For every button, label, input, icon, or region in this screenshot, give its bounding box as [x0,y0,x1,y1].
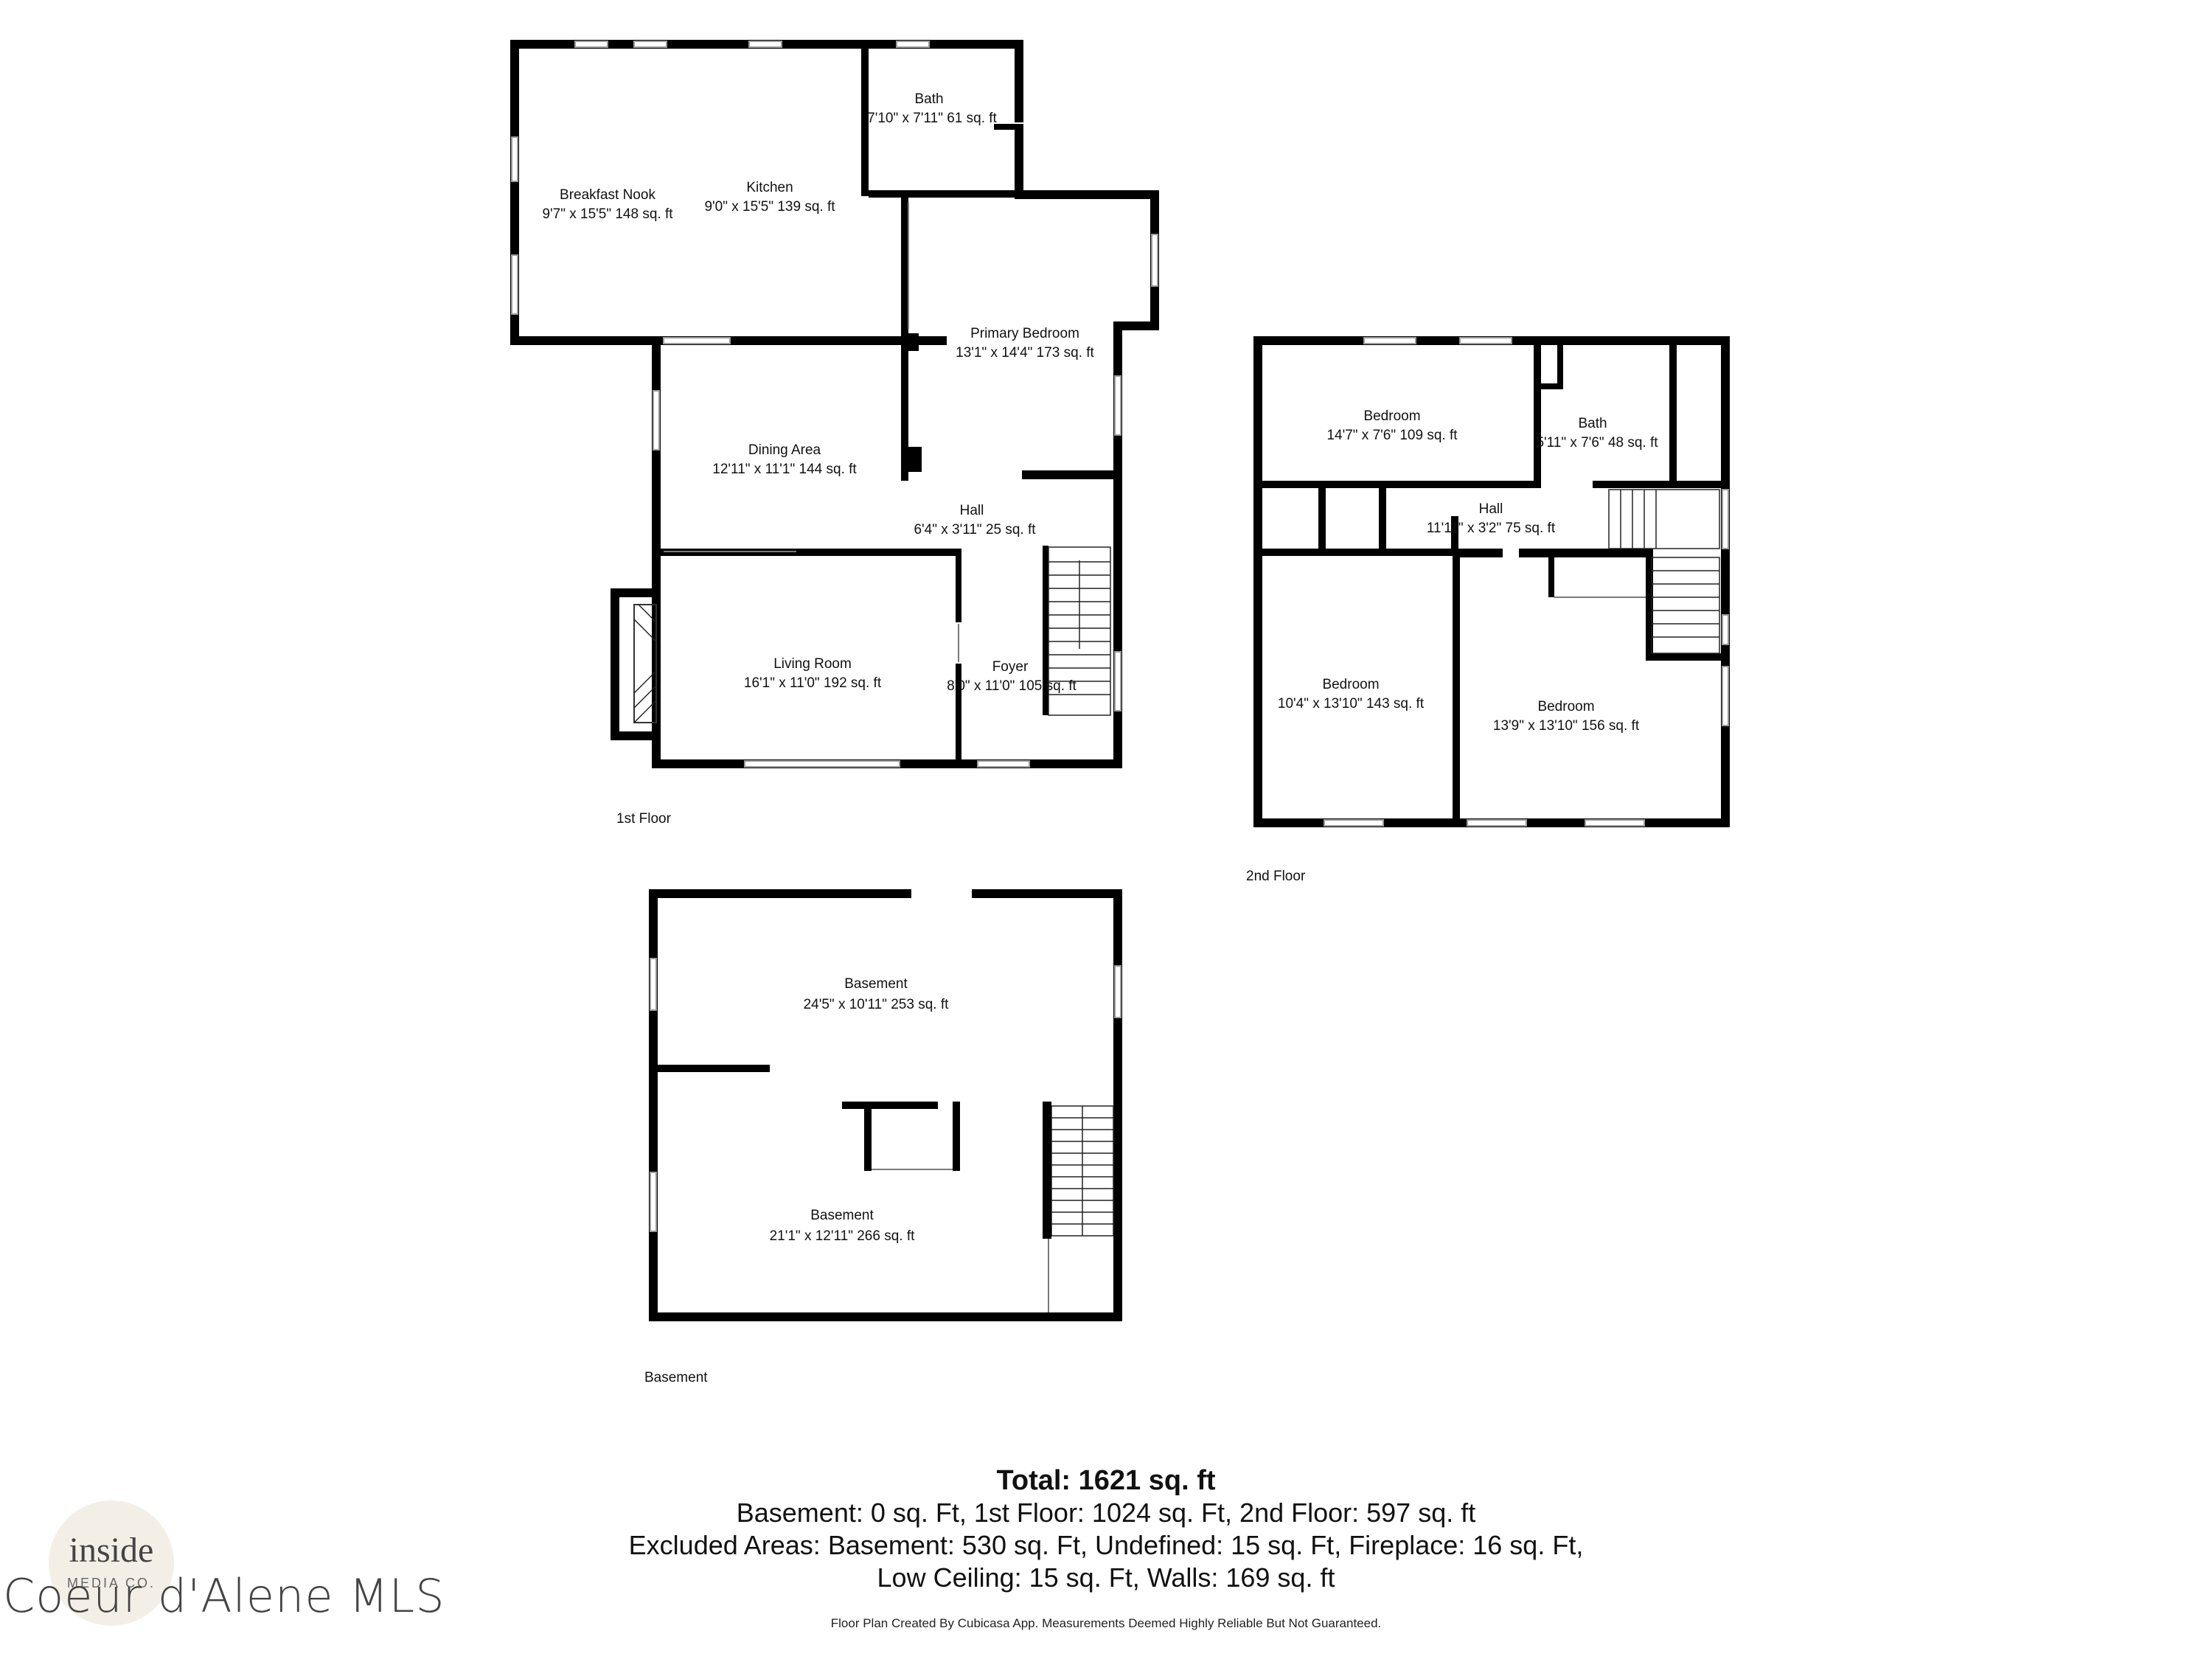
room-dims-dining-area: 12'11" x 11'1" 144 sq. ft [712,462,857,477]
room-name-breakfast-nook: Breakfast Nook [560,187,655,203]
room-dims-bath-1f: 7'10" x 7'11" 61 sq. ft [867,111,997,126]
room-name-hall-1f: Hall [960,503,984,518]
room-dims-basement-a: 24'5" x 10'11" 253 sq. ft [804,997,950,1012]
disclaimer-text: Floor Plan Created By Cubicasa App. Meas… [830,1616,1382,1630]
second-floor-plan [1253,336,1730,827]
room-dims-bedroom-2f-b: 10'4" x 13'10" 143 sq. ft [1278,696,1425,712]
room-dims-hall-1f: 6'4" x 3'11" 25 sq. ft [914,522,1036,538]
room-dims-kitchen: 9'0" x 15'5" 139 sq. ft [704,199,835,215]
room-dims-living-room: 16'1" x 11'0" 192 sq. ft [744,675,882,691]
room-name-bath-2f: Bath [1578,416,1607,431]
room-name-primary-bedroom: Primary Bedroom [970,326,1079,341]
room-name-bedroom-2f-c: Bedroom [1537,699,1594,714]
room-dims-breakfast-nook: 9'7" x 15'5" 148 sq. ft [542,206,673,222]
room-name-foyer: Foyer [992,659,1029,675]
basement-plan [649,889,1122,1321]
room-name-bedroom-2f-a: Bedroom [1363,408,1420,424]
area-totals: Total: 1621 sq. ft Basement: 0 sq. Ft, 1… [0,1464,2212,1594]
room-name-basement-a: Basement [844,976,908,992]
floor-label-1st: 1st Floor [616,811,672,827]
room-name-dining-area: Dining Area [748,442,821,458]
room-name-bath-1f: Bath [914,91,943,107]
room-name-hall-2f: Hall [1479,501,1503,517]
floor-area-breakdown: Basement: 0 sq. Ft, 1st Floor: 1024 sq. … [736,1498,1476,1528]
logo-wordmark: inside [69,1531,154,1570]
room-name-basement-b: Basement [810,1208,874,1223]
first-floor-plan [510,40,1159,768]
room-name-kitchen: Kitchen [746,180,793,195]
mls-watermark: Coeur d'Alene MLS [3,1569,445,1623]
total-area: Total: 1621 sq. ft [996,1465,1216,1496]
room-dims-hall-2f: 11'11" x 3'2" 75 sq. ft [1427,521,1556,536]
excluded-areas-line-2: Low Ceiling: 15 sq. Ft, Walls: 169 sq. f… [877,1562,1335,1593]
room-name-living-room: Living Room [773,656,852,672]
room-dims-foyer: 8'0" x 11'0" 105 sq. ft [947,678,1077,694]
logo-circle [49,1500,174,1626]
room-dims-basement-b: 21'1" x 12'11" 266 sq. ft [770,1228,916,1244]
room-dims-bedroom-2f-a: 14'7" x 7'6" 109 sq. ft [1326,428,1458,443]
room-dims-bedroom-2f-c: 13'9" x 13'10" 156 sq. ft [1493,718,1640,734]
floor-label-basement: Basement [644,1370,708,1385]
room-dims-primary-bedroom: 13'1" x 14'4" 173 sq. ft [956,345,1094,361]
excluded-areas-line: Excluded Areas: Basement: 530 sq. Ft, Un… [628,1530,1584,1560]
room-dims-bath-2f: 5'11" x 7'6" 48 sq. ft [1536,435,1658,451]
room-name-bedroom-2f-b: Bedroom [1322,677,1379,692]
logo-subtitle: MEDIA CO. [66,1576,156,1590]
floor-label-2nd: 2nd Floor [1246,869,1306,884]
inside-media-logo: inside MEDIA CO. [49,1500,174,1626]
